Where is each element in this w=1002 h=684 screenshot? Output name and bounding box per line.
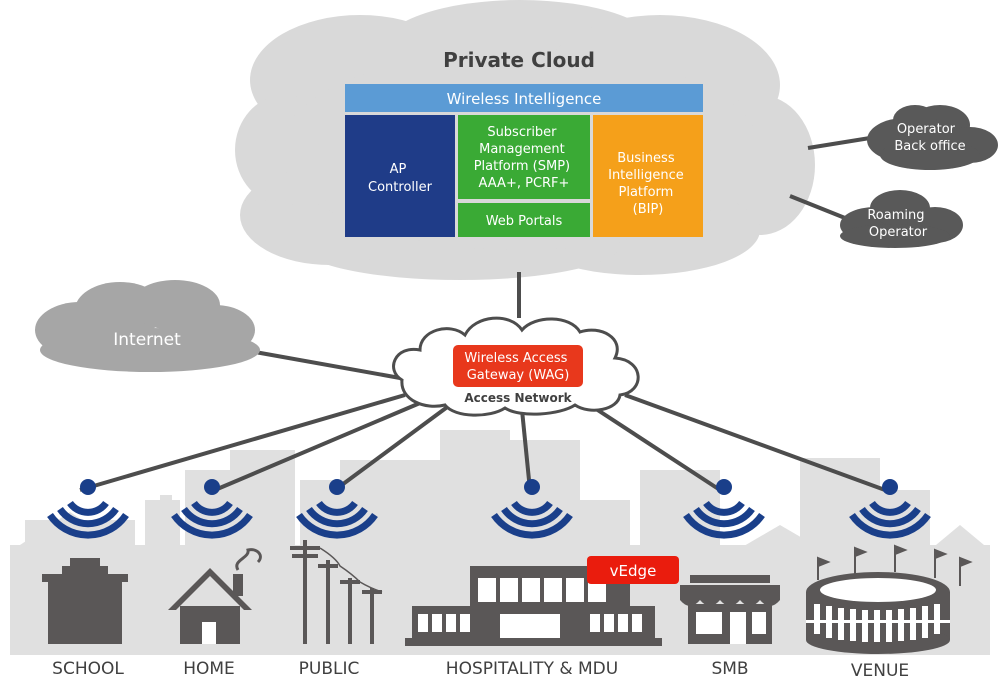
- smp-label-4: AAA+, PCRF+: [479, 176, 570, 191]
- site-label-school: SCHOOL: [52, 659, 124, 679]
- svg-text:Subscriber Management: Subscriber Management Platform (SMP) AAA…: [474, 125, 575, 191]
- school-building-icon: [42, 558, 128, 644]
- internet-label: Internet: [113, 330, 181, 350]
- smp-label-3: Platform (SMP): [474, 159, 570, 174]
- public-utility-poles-icon: [290, 540, 383, 644]
- operator-back-office-cloud: [867, 105, 998, 170]
- bip-box: [593, 115, 703, 237]
- svg-text:Roaming Operator: Roaming Operator: [867, 208, 928, 240]
- wag-box: [453, 345, 583, 387]
- operator-back-office-label-1: Operator: [897, 122, 956, 137]
- bip-label-4: (BIP): [633, 202, 664, 217]
- wag-label-1: Wireless Access: [464, 351, 567, 366]
- wireless-intelligence-bar: [345, 84, 703, 112]
- bip-label-2: Intelligence: [608, 168, 684, 183]
- smp-label-1: Subscriber: [487, 125, 557, 140]
- hospitality-mdu-building-icon: [405, 566, 662, 646]
- site-labels: SCHOOL HOME PUBLIC HOSPITALITY & MDU SMB…: [52, 659, 909, 681]
- web-portals-label: Web Portals: [486, 214, 563, 229]
- ap-controller-box: [345, 115, 455, 237]
- wifi-icon: [296, 479, 378, 539]
- site-label-venue: VENUE: [851, 661, 909, 681]
- wifi-icon: [849, 479, 931, 539]
- access-network-label: Access Network: [464, 391, 572, 405]
- roaming-operator-label-1: Roaming: [867, 208, 924, 223]
- wifi-icon: [491, 479, 573, 539]
- svg-text:Wireless Access Gateway (W: Wireless Access Gateway (WAG): [464, 351, 571, 383]
- bip-label-3: Platform: [619, 185, 674, 200]
- site-label-hospitality-mdu: HOSPITALITY & MDU: [446, 659, 618, 679]
- smp-box: [458, 115, 590, 199]
- svg-text:Operator Back office: Operator Back office: [894, 122, 965, 154]
- smb-shop-icon: [680, 575, 780, 644]
- svg-text:Business Intelligence: Business Intelligence Platform (BIP): [608, 151, 688, 217]
- site-label-smb: SMB: [711, 659, 748, 679]
- connector-lines: [79, 136, 886, 492]
- roaming-operator-label-2: Operator: [869, 225, 928, 240]
- wifi-icons: [47, 479, 931, 539]
- site-label-public: PUBLIC: [299, 659, 360, 679]
- venue-stadium-icon: [806, 544, 973, 654]
- vedge-badge: [587, 556, 679, 584]
- home-building-icon: [168, 548, 262, 644]
- vedge-label: vEdge: [610, 562, 657, 580]
- wireless-intelligence-label: Wireless Intelligence: [447, 90, 602, 108]
- smp-label-2: Management: [479, 142, 565, 157]
- operator-back-office-label-2: Back office: [894, 139, 965, 154]
- ap-controller-label-2: Controller: [368, 180, 433, 195]
- ap-controller-label-1: AP: [390, 162, 407, 177]
- internet-cloud: [35, 280, 260, 372]
- private-cloud-title: Private Cloud: [443, 48, 595, 72]
- web-portals-box: [458, 203, 590, 237]
- wifi-icon: [683, 479, 765, 539]
- roaming-operator-cloud: [840, 190, 963, 248]
- svg-text:AP Controller: AP Controller: [368, 162, 433, 195]
- site-label-home: HOME: [183, 659, 235, 679]
- wifi-icon: [47, 479, 129, 539]
- wifi-icon: [171, 479, 253, 539]
- bip-label-1: Business: [617, 151, 675, 166]
- wag-label-2: Gateway (WAG): [467, 368, 570, 383]
